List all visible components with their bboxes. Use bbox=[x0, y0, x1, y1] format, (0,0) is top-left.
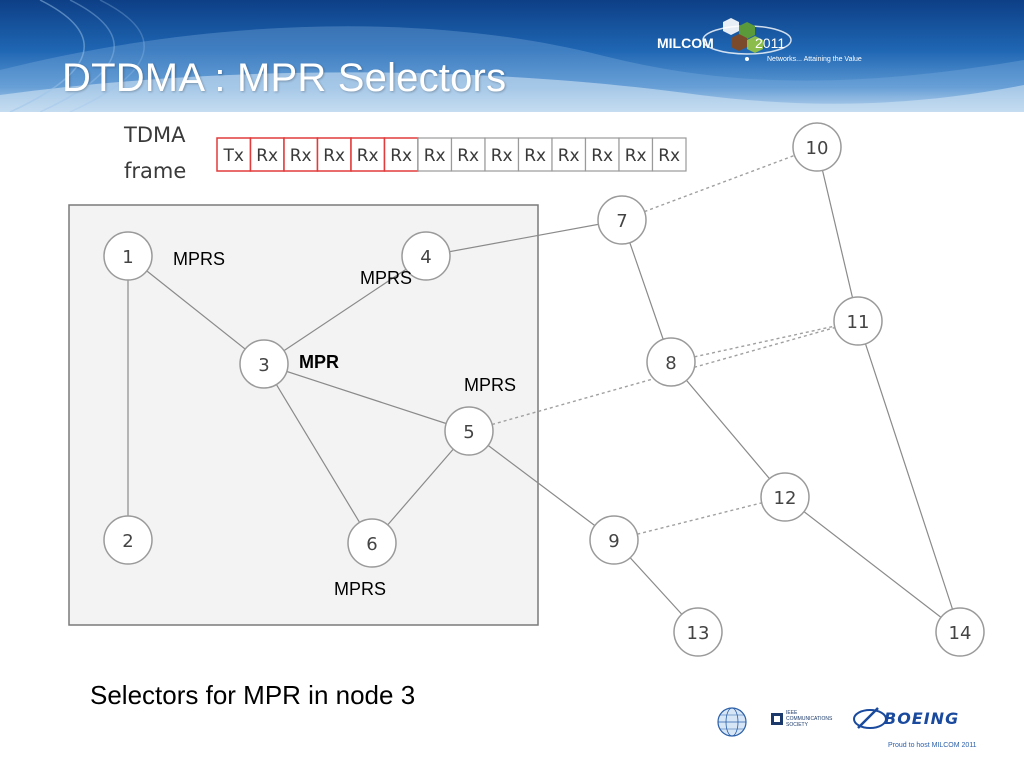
tdma-slot-10 bbox=[517, 137, 553, 172]
tdma-slot-label-2: Rx bbox=[256, 146, 278, 166]
edge-7-10 bbox=[621, 146, 818, 221]
boeing-wordmark: BOEING bbox=[884, 709, 960, 728]
node-12: 12 bbox=[760, 472, 810, 522]
tdma-slot-8 bbox=[450, 137, 486, 172]
node-5: 5 bbox=[444, 406, 494, 456]
node-label-10: 10 bbox=[806, 138, 829, 159]
edge-12-14 bbox=[784, 496, 961, 633]
ieee-comsoc-text: IEEE COMMUNICATIONS SOCIETY bbox=[786, 710, 833, 728]
tdma-slot-label-5: Rx bbox=[357, 146, 379, 166]
slide-header: DTDMA : MPR Selectors MILCOM 2011 Networ… bbox=[0, 0, 1024, 112]
edge-4-7 bbox=[425, 219, 623, 257]
node-label-7: 7 bbox=[616, 211, 627, 232]
node-label-13: 13 bbox=[687, 623, 710, 644]
milcom-hexagons-icon bbox=[702, 18, 792, 61]
tdma-slot-5 bbox=[350, 137, 386, 172]
edge-3-5 bbox=[263, 363, 470, 432]
tdma-slot-3 bbox=[283, 137, 319, 172]
node-label-4: 4 bbox=[420, 247, 431, 268]
header-swoosh bbox=[0, 0, 1024, 112]
edge-3-4 bbox=[263, 255, 427, 365]
tdma-slot-label-10: Rx bbox=[524, 146, 546, 166]
tdma-slot-label-12: Rx bbox=[591, 146, 613, 166]
node-13: 13 bbox=[673, 607, 723, 657]
node-4: 4 bbox=[401, 231, 451, 281]
event-name: MILCOM bbox=[657, 35, 714, 51]
dashed-edges bbox=[468, 146, 859, 541]
solid-edges bbox=[127, 146, 961, 633]
annotation-node3-mpr: MPR bbox=[299, 352, 339, 372]
node-3: 3 bbox=[239, 339, 289, 389]
tdma-slots: Tx Rx Rx Rx Rx Rx Rx Rx Rx Rx Rx Rx Rx R… bbox=[216, 137, 687, 172]
annotation-node1-mprs: MPRS bbox=[173, 249, 225, 269]
tdma-slot-label-7: Rx bbox=[424, 146, 446, 166]
tdma-slot-11 bbox=[551, 137, 587, 172]
tdma-slot-14 bbox=[651, 137, 687, 172]
node-label-1: 1 bbox=[122, 247, 133, 268]
node-label-2: 2 bbox=[122, 531, 133, 552]
node-label-14: 14 bbox=[949, 623, 972, 644]
tdma-slot-6 bbox=[383, 137, 419, 172]
tdma-slot-label-14: Rx bbox=[658, 146, 680, 166]
milcom-logo: MILCOM 2011 Networks... Attaining the Va… bbox=[655, 12, 885, 72]
node-8: 8 bbox=[646, 337, 696, 387]
tdma-slot-label-13: Rx bbox=[625, 146, 647, 166]
node-2: 2 bbox=[103, 515, 153, 565]
tdma-slot-label-1: Tx bbox=[222, 146, 243, 166]
tdma-slot-label-4: Rx bbox=[323, 146, 345, 166]
slide-caption: Selectors for MPR in node 3 bbox=[90, 680, 416, 710]
tdma-slot-label-11: Rx bbox=[558, 146, 580, 166]
node-label-12: 12 bbox=[774, 488, 797, 509]
node-11: 11 bbox=[833, 296, 883, 346]
annotation-node5-mprs: MPRS bbox=[464, 375, 516, 395]
node-6: 6 bbox=[347, 518, 397, 568]
tdma-label-line1: TDMA bbox=[123, 123, 186, 147]
node-label-11: 11 bbox=[847, 312, 870, 333]
node-1: 1 bbox=[103, 231, 153, 281]
footer-note: Proud to host MILCOM 2011 bbox=[888, 742, 977, 749]
tdma-slot-label-6: Rx bbox=[390, 146, 412, 166]
annotation-node6-mprs: MPRS bbox=[334, 579, 386, 599]
tdma-slot-label-3: Rx bbox=[290, 146, 312, 166]
tdma-label-line2: frame bbox=[124, 159, 186, 183]
edge-1-3 bbox=[127, 255, 265, 365]
tdma-slot-label-8: Rx bbox=[457, 146, 479, 166]
tdma-slot-13 bbox=[618, 137, 654, 172]
node-9: 9 bbox=[589, 515, 639, 565]
annotation-node4-mprs: MPRS bbox=[360, 268, 412, 288]
edge-10-11 bbox=[816, 146, 859, 322]
edge-5-11 bbox=[468, 320, 859, 432]
edge-9-12 bbox=[613, 496, 786, 541]
event-tagline: Networks... Attaining the Value bbox=[767, 56, 862, 63]
node-14: 14 bbox=[935, 607, 985, 657]
edge-5-9 bbox=[468, 430, 615, 541]
network-figure: TDMA frame Tx Rx Rx Rx Rx Rx Rx Rx Rx Rx… bbox=[68, 122, 985, 657]
nodes: 1 2 3 4 5 6 7 8 bbox=[103, 122, 985, 657]
edge-11-14 bbox=[857, 320, 961, 633]
node-label-8: 8 bbox=[665, 353, 676, 374]
edge-8-11 bbox=[670, 320, 859, 363]
node-label-6: 6 bbox=[366, 534, 377, 555]
sponsor-logos: IEEE COMMUNICATIONS SOCIETY BOEING Proud… bbox=[712, 700, 1012, 760]
edge-7-8 bbox=[621, 219, 672, 363]
tdma-slot-label-9: Rx bbox=[491, 146, 513, 166]
tdma-slot-12 bbox=[584, 137, 620, 172]
node-label-5: 5 bbox=[463, 422, 474, 443]
edge-3-6 bbox=[263, 363, 373, 544]
node-10: 10 bbox=[792, 122, 842, 172]
node-label-3: 3 bbox=[258, 355, 269, 376]
event-year: 2011 bbox=[755, 35, 786, 51]
edge-8-12 bbox=[670, 361, 786, 498]
ieee-comsoc-icon bbox=[771, 713, 783, 725]
node-label-9: 9 bbox=[608, 531, 619, 552]
afcea-globe-icon bbox=[717, 707, 747, 737]
tdma-slot-4 bbox=[316, 137, 352, 172]
boeing-logo-icon bbox=[853, 707, 887, 729]
slide-title: DTDMA : MPR Selectors bbox=[62, 56, 507, 100]
tdma-slot-1 bbox=[216, 137, 252, 172]
node-7: 7 bbox=[597, 195, 647, 245]
